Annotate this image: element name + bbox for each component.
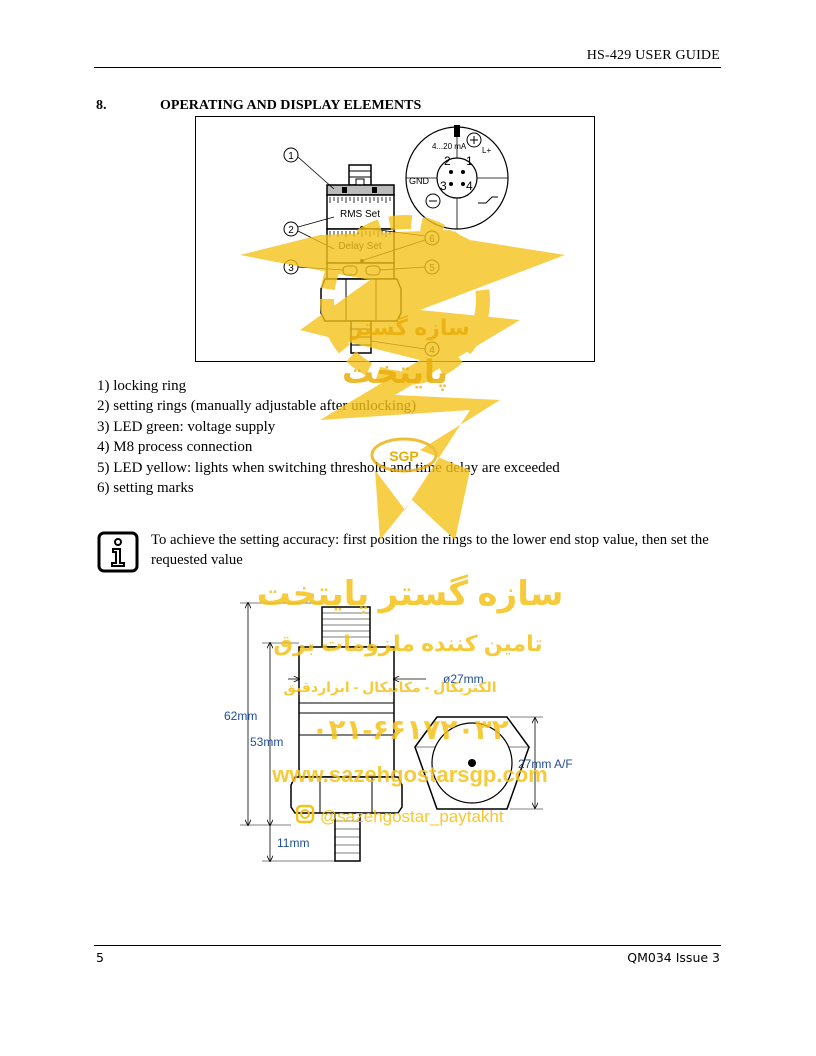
- side-hex: [290, 776, 403, 814]
- legend-item: 1) locking ring: [97, 378, 187, 394]
- svg-text:4: 4: [429, 345, 435, 356]
- header-rule: [94, 67, 721, 68]
- rms-set-label: RMS Set: [340, 209, 380, 220]
- page-number: 5: [96, 950, 104, 965]
- document-id: QM034 Issue 3: [627, 950, 720, 965]
- svg-text:5: 5: [429, 263, 435, 274]
- legend-item: 2) setting rings (manually adjustable af…: [97, 398, 417, 415]
- svg-text:3: 3: [288, 263, 294, 274]
- section-number: 8.: [96, 98, 107, 113]
- footer-rule: [94, 945, 721, 946]
- side-top-thread: [321, 606, 371, 648]
- header-title: HS-429 USER GUIDE: [586, 48, 720, 63]
- dim-total-label: 62mm: [224, 709, 257, 723]
- dim-af-label: 27mm A/F: [518, 757, 573, 771]
- connector-pinout: 2 1 3 4 4...20 mA L+ GND: [405, 125, 509, 230]
- svg-text:3: 3: [440, 179, 447, 193]
- led-green: [342, 265, 358, 276]
- setting-accuracy-note: To achieve the setting accuracy: first p…: [151, 532, 709, 568]
- svg-text:6: 6: [429, 234, 435, 245]
- svg-text:2: 2: [444, 154, 451, 168]
- legend-item: 6) setting marks: [97, 480, 194, 497]
- gnd-label: GND: [409, 176, 430, 186]
- lplus-label: L+: [482, 146, 491, 155]
- dim-diameter-label: ø27mm: [443, 672, 484, 686]
- callout-1: [283, 147, 299, 163]
- led-ring: [326, 262, 395, 280]
- section-title: OPERATING AND DISPLAY ELEMENTS: [160, 98, 422, 113]
- dim-thread-label: 11mm: [277, 836, 309, 850]
- delay-set-label: Delay Set: [338, 241, 382, 252]
- rms-scale-ticks: [329, 197, 391, 203]
- legend-item: 3) LED green: voltage supply: [97, 418, 276, 435]
- svg-text:1: 1: [288, 151, 294, 162]
- locking-ring: [326, 184, 395, 196]
- svg-text:4: 4: [466, 179, 473, 193]
- legend-item: 4) M8 process connection: [97, 439, 253, 456]
- signal-label: 4...20 mA: [432, 142, 467, 151]
- sensor-drawing: RMS Set Delay Set 1 2 3 4: [283, 125, 509, 357]
- info-icon: [97, 531, 139, 573]
- dim-body-label: 53mm: [250, 735, 283, 749]
- legend-item: 5) LED yellow: lights when switching thr…: [97, 459, 560, 476]
- setting-mark-1: [360, 226, 364, 230]
- legend-list: 1) locking ring 2) setting rings (manual…: [97, 376, 560, 498]
- led-yellow: [365, 265, 381, 276]
- dimension-drawing: 62mm 53mm 11mm ø27mm 27mm A/F: [224, 595, 573, 870]
- svg-text:1: 1: [466, 154, 473, 168]
- side-body: [298, 646, 395, 778]
- hex-nut: [320, 278, 402, 322]
- operating-elements-diagram: RMS Set Delay Set 1 2 3 4: [195, 116, 595, 362]
- svg-text:2: 2: [288, 225, 294, 236]
